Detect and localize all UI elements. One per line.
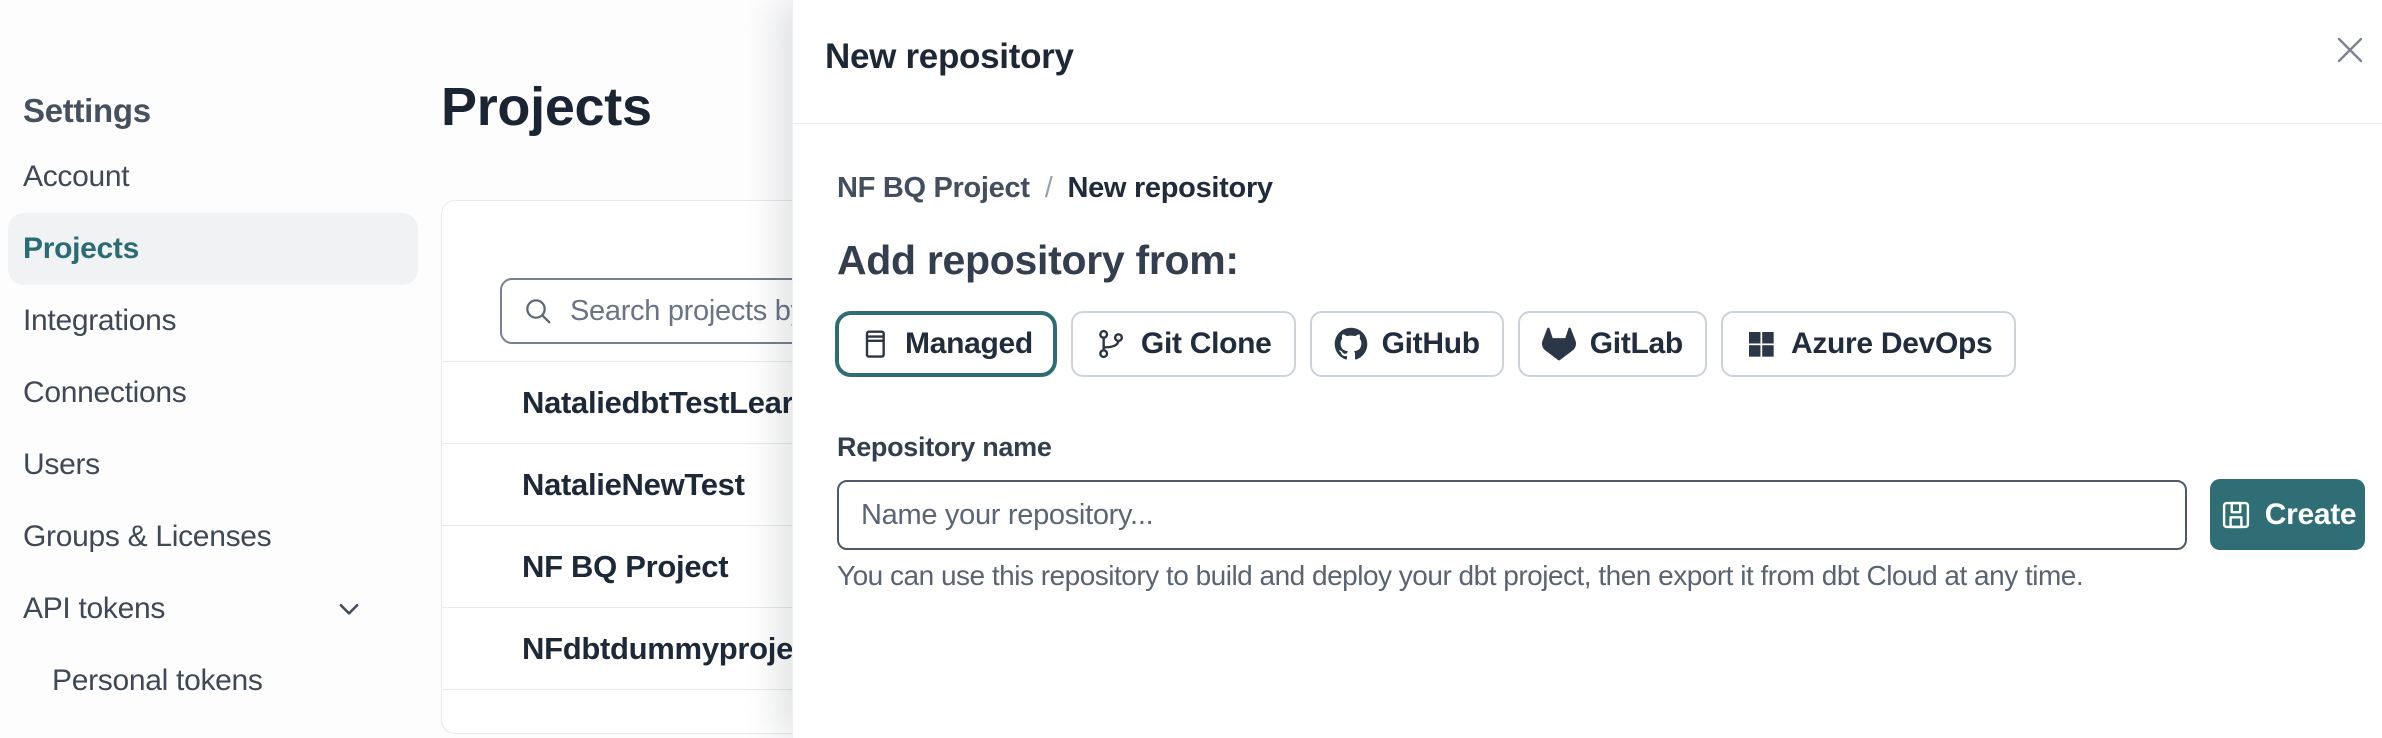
gitlab-tanuki-icon (1542, 327, 1576, 361)
source-managed-button[interactable]: Managed (835, 311, 1057, 377)
sidebar-item-label: API tokens (23, 592, 165, 626)
sidebar-item-api-tokens[interactable]: API tokens (8, 573, 418, 645)
breadcrumb-project-link[interactable]: NF BQ Project (837, 170, 1030, 206)
repository-help-text: You can use this repository to build and… (837, 558, 2083, 594)
add-repository-heading: Add repository from: (837, 234, 1239, 286)
source-github-button[interactable]: GitHub (1310, 311, 1504, 377)
repository-name-label: Repository name (837, 430, 1052, 464)
sidebar-item-users[interactable]: Users (8, 429, 418, 501)
breadcrumb: NF BQ Project / New repository (837, 170, 1273, 206)
project-name: NF BQ Project (522, 549, 728, 585)
source-label: Managed (905, 327, 1033, 361)
repository-source-group: Managed Git Clone GitHub GitLab Azure De… (835, 311, 2016, 377)
new-repository-modal: New repository NF BQ Project / New repos… (792, 0, 2382, 738)
sidebar-item-integrations[interactable]: Integrations (8, 285, 418, 357)
github-octocat-icon (1334, 327, 1368, 361)
settings-sidebar: Account Projects Integrations Connection… (8, 141, 418, 717)
sidebar-item-account[interactable]: Account (8, 141, 418, 213)
source-gitlab-button[interactable]: GitLab (1518, 311, 1707, 377)
breadcrumb-current: New repository (1067, 170, 1272, 206)
modal-title: New repository (825, 36, 1074, 78)
chevron-down-icon[interactable] (334, 594, 364, 624)
close-button[interactable] (2326, 26, 2374, 74)
source-label: GitLab (1590, 327, 1683, 361)
create-button-label: Create (2265, 498, 2357, 532)
sidebar-item-label: Account (23, 160, 129, 194)
source-git-clone-button[interactable]: Git Clone (1071, 311, 1296, 377)
project-name: NatalieNewTest (522, 467, 745, 503)
sidebar-item-label: Projects (23, 232, 139, 266)
save-floppy-icon (2219, 498, 2253, 532)
sidebar-item-projects[interactable]: Projects (8, 213, 418, 285)
azure-grid-icon (1745, 328, 1777, 360)
project-name: NFdbtdummyproject (522, 631, 820, 667)
sidebar-item-groups-licenses[interactable]: Groups & Licenses (8, 501, 418, 573)
sidebar-item-label: Connections (23, 376, 186, 410)
sidebar-item-personal-tokens[interactable]: Personal tokens (8, 645, 418, 717)
source-label: Git Clone (1141, 327, 1272, 361)
sidebar-item-connections[interactable]: Connections (8, 357, 418, 429)
sidebar-item-label: Integrations (23, 304, 176, 338)
settings-heading: Settings (23, 92, 151, 130)
repository-name-input[interactable] (837, 480, 2187, 550)
search-icon (522, 295, 554, 327)
create-button[interactable]: Create (2210, 479, 2365, 550)
close-icon (2333, 33, 2367, 67)
git-branch-icon (1095, 328, 1127, 360)
sidebar-item-label: Personal tokens (52, 664, 263, 698)
page-title: Projects (441, 76, 652, 138)
journal-icon (859, 328, 891, 360)
modal-header: New repository (793, 0, 2382, 124)
source-label: GitHub (1382, 327, 1480, 361)
source-label: Azure DevOps (1791, 327, 1992, 361)
sidebar-item-label: Groups & Licenses (23, 520, 271, 554)
sidebar-item-label: Users (23, 448, 100, 482)
source-azure-devops-button[interactable]: Azure DevOps (1721, 311, 2016, 377)
breadcrumb-separator: / (1045, 170, 1053, 206)
